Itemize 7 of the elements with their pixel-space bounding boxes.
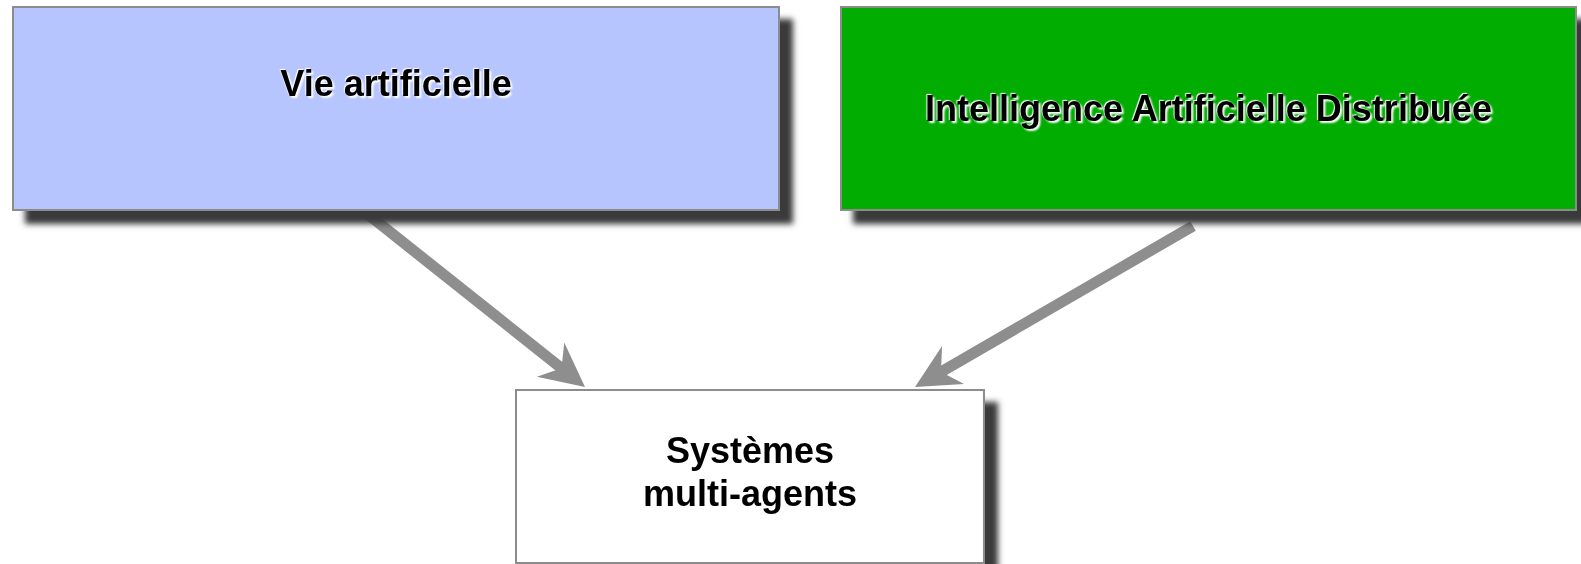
- box-label: Vie artificielle: [280, 62, 512, 106]
- process-box: [840, 6, 1577, 211]
- process-box: [12, 6, 780, 211]
- process-box: [515, 389, 985, 564]
- box-label: Intelligence Artificielle Distribuée: [925, 86, 1492, 131]
- arrow: [915, 221, 1196, 387]
- box-label: Systèmes multi-agents: [642, 429, 858, 516]
